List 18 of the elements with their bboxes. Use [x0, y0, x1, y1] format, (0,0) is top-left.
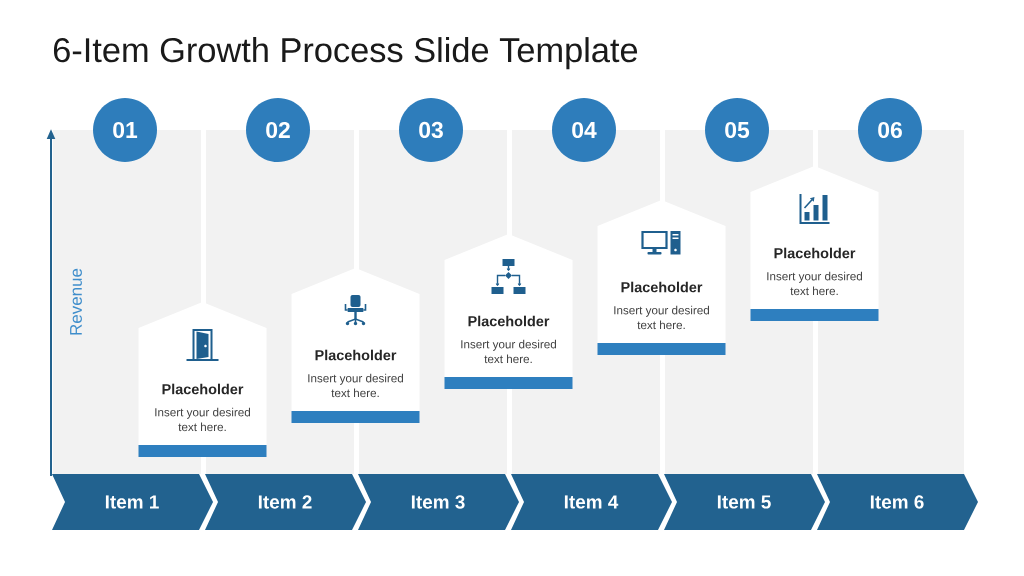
card-heading: Placeholder: [468, 315, 550, 327]
process-step: Item 6: [817, 474, 978, 530]
process-step: Item 4: [511, 474, 672, 530]
card-heading: Placeholder: [621, 281, 703, 293]
title: 6-Item Growth Process Slide Template: [53, 37, 638, 70]
card-text: Insert your desired text here.: [461, 339, 556, 364]
process-step: Item 2: [205, 474, 366, 530]
process-step: Item 5: [664, 474, 825, 530]
card-heading: Placeholder: [315, 349, 397, 361]
card-text: Insert your desired text here.: [308, 373, 403, 398]
card-heading: Placeholder: [162, 383, 244, 395]
card-text: Insert your desired text here.: [614, 305, 709, 330]
axis-label: Revenue: [70, 268, 82, 335]
card-heading: Placeholder: [774, 247, 856, 259]
process-step: Item 3: [358, 474, 519, 530]
process-step: Item 1: [52, 474, 213, 530]
card-text: Insert your desired text here.: [155, 407, 250, 432]
card-text: Insert your desired text here.: [767, 271, 862, 296]
